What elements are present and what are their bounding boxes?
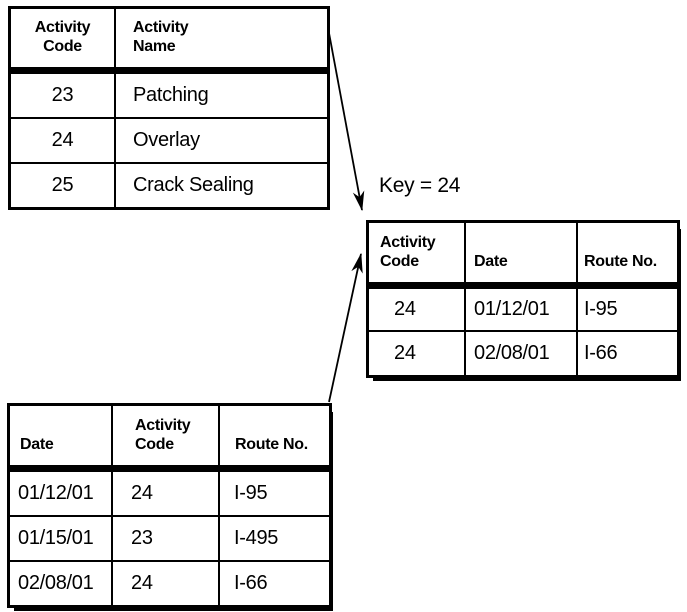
cell-date: 01/12/01 — [10, 472, 113, 517]
cell-activity-code: 24 — [113, 472, 220, 517]
cell-route-no: I-66 — [578, 332, 677, 375]
cell-activity-code: 24 — [369, 289, 466, 332]
header-date: Date — [466, 223, 578, 289]
arrow-log-table-to-filtered-table — [328, 252, 363, 403]
cell-route-no: I-66 — [220, 562, 329, 605]
header-activity-name: Activity Name — [116, 9, 327, 74]
cell-date: 01/15/01 — [10, 517, 113, 562]
cell-activity-code: 24 — [369, 332, 466, 375]
activity-log-table: Date Activity Code Route No. 01/12/01 24… — [7, 403, 332, 608]
cell-activity-code: 25 — [11, 164, 116, 207]
cell-activity-name: Overlay — [116, 119, 327, 164]
arrow-activity-table-to-key — [328, 32, 365, 212]
header-activity-code: Activity Code — [11, 9, 116, 74]
activity-name-table: Activity Code Activity Name 23 Patching … — [8, 6, 330, 210]
cell-activity-code: 23 — [11, 74, 116, 119]
header-date: Date — [10, 406, 113, 472]
header-activity-code: Activity Code — [113, 406, 220, 472]
cell-activity-code: 23 — [113, 517, 220, 562]
filtered-records-table: Activity Code Date Route No. 24 01/12/01… — [366, 220, 680, 378]
header-activity-code: Activity Code — [369, 223, 466, 289]
header-route-no: Route No. — [220, 406, 329, 472]
cell-activity-code: 24 — [113, 562, 220, 605]
cell-date: 01/12/01 — [466, 289, 578, 332]
cell-activity-name: Patching — [116, 74, 327, 119]
cell-route-no: I-95 — [220, 472, 329, 517]
cell-activity-name: Crack Sealing — [116, 164, 327, 207]
cell-route-no: I-95 — [578, 289, 677, 332]
cell-date: 02/08/01 — [466, 332, 578, 375]
cell-activity-code: 24 — [11, 119, 116, 164]
cell-route-no: I-495 — [220, 517, 329, 562]
cell-date: 02/08/01 — [10, 562, 113, 605]
key-value-label: Key = 24 — [379, 174, 461, 197]
header-route-no: Route No. — [578, 223, 677, 289]
